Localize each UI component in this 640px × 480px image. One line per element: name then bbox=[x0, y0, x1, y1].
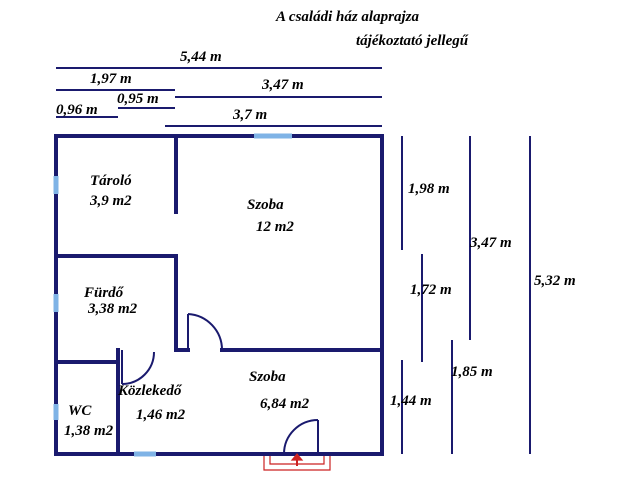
room-szoba2-name: Szoba bbox=[249, 369, 286, 385]
dim-label-347: 3,47 m bbox=[262, 77, 304, 93]
room-kozlekedo-area: 1,46 m2 bbox=[136, 407, 186, 423]
room-szoba2-area: 6,84 m2 bbox=[260, 396, 310, 412]
doors bbox=[121, 313, 319, 455]
room-tarolo-area: 3,9 m2 bbox=[90, 193, 132, 209]
room-kozlekedo-name: Közlekedő bbox=[118, 383, 182, 399]
room-furdo-name: Fürdő bbox=[84, 285, 124, 301]
entrance-arrow-icon bbox=[290, 453, 304, 461]
dim-label-total-width: 5,44 m bbox=[180, 49, 222, 65]
door-entrance-swing bbox=[283, 419, 319, 455]
title-line-2: tájékoztató jellegű bbox=[356, 33, 469, 49]
room-wc-area: 1,38 m2 bbox=[64, 423, 114, 439]
vertical-dimension-lines bbox=[401, 136, 531, 454]
dim-label-198: 1,98 m bbox=[408, 181, 450, 197]
dim-label-347-v: 3,47 m bbox=[470, 235, 512, 251]
room-tarolo-name: Tároló bbox=[90, 173, 132, 189]
title-line-1: A családi ház alaprajza bbox=[276, 9, 419, 25]
dim-label-095: 0,95 m bbox=[117, 91, 159, 107]
room-szoba1-area: 12 m2 bbox=[256, 219, 294, 235]
room-furdo-area: 3,38 m2 bbox=[88, 301, 138, 317]
dim-label-185: 1,85 m bbox=[451, 364, 493, 380]
door-room-swing bbox=[187, 313, 224, 351]
dim-label-532: 5,32 m bbox=[534, 273, 576, 289]
dim-label-096: 0,96 m bbox=[56, 102, 98, 118]
room-szoba1-name: Szoba bbox=[247, 197, 284, 213]
dim-label-172: 1,72 m bbox=[410, 282, 452, 298]
dim-label-197: 1,97 m bbox=[90, 71, 132, 87]
dim-label-144: 1,44 m bbox=[390, 393, 432, 409]
room-wc-name: WC bbox=[68, 403, 92, 419]
dim-label-37: 3,7 m bbox=[233, 107, 268, 123]
door-bath-swing bbox=[121, 351, 155, 385]
horizontal-dimension-lines bbox=[56, 67, 382, 127]
entrance-marker bbox=[263, 453, 331, 471]
entrance-outline bbox=[263, 456, 331, 471]
windows bbox=[53, 133, 292, 457]
